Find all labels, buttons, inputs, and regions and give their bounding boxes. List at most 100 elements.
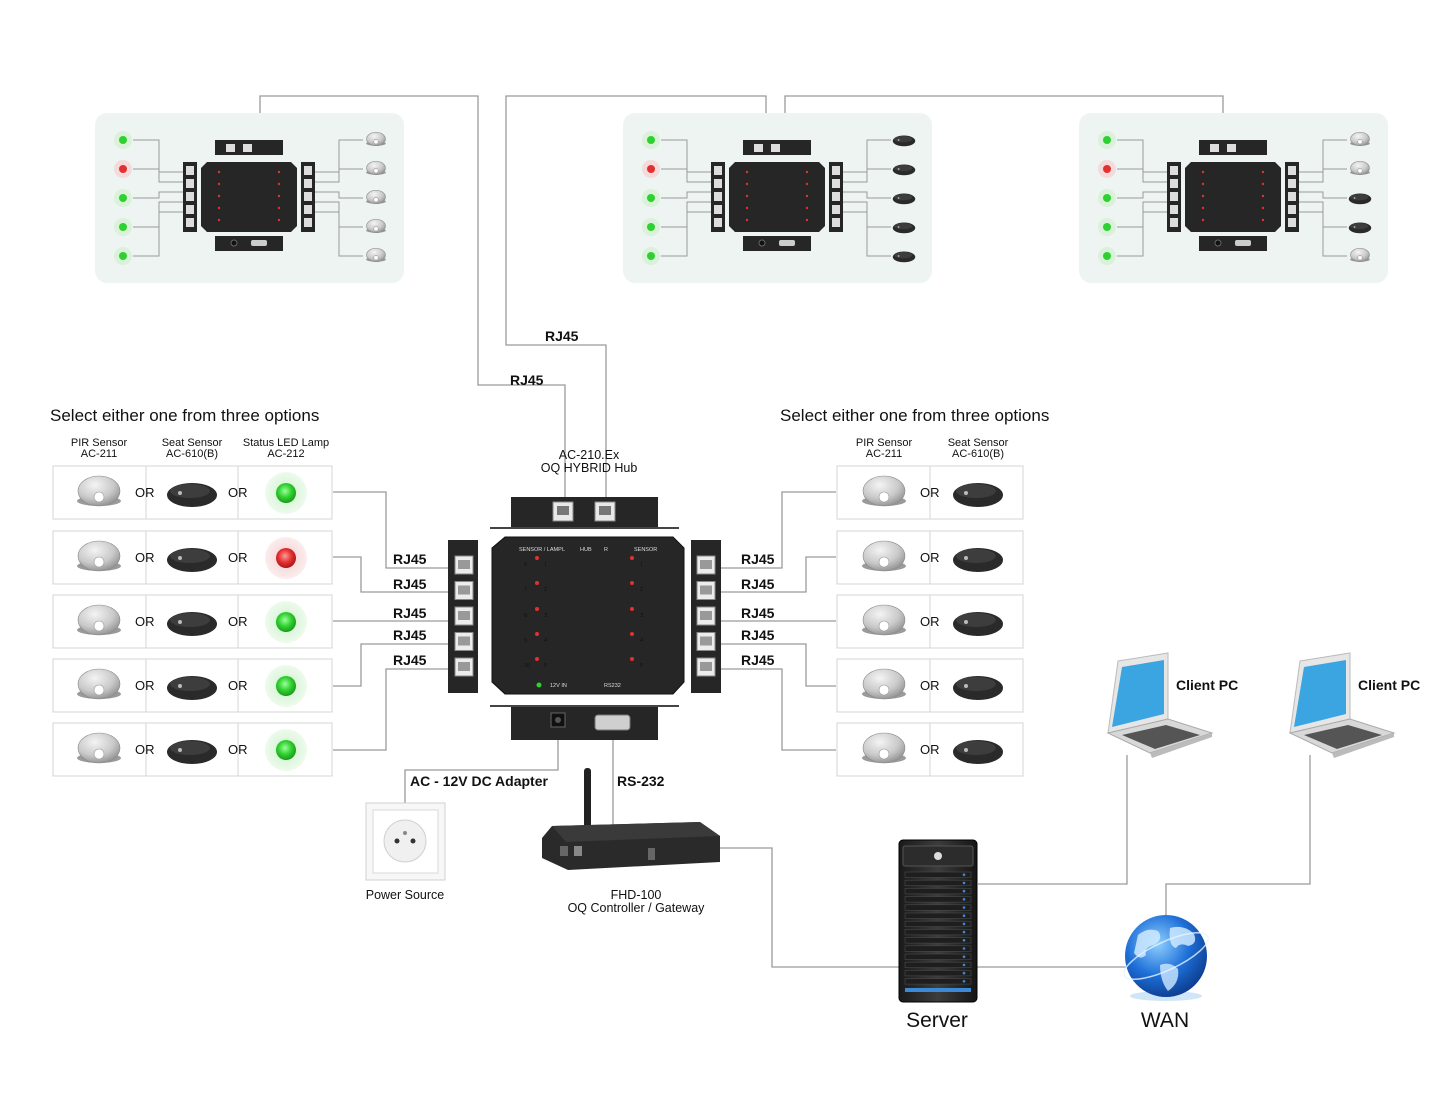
- right-option-row: OR: [836, 465, 1024, 520]
- rj45-label-right: RJ45: [741, 627, 775, 643]
- gateway-name: OQ Controller / Gateway: [568, 901, 706, 915]
- pir-sensor-icon: [77, 668, 121, 700]
- pir-sensor-icon: [366, 218, 386, 234]
- rj45-label-left: RJ45: [393, 576, 427, 592]
- wan-globe-icon: [1123, 915, 1209, 1001]
- mini-hub-bottom-bracket: [1199, 236, 1267, 251]
- server-bay: [904, 929, 972, 936]
- ac-adapter-label: AC - 12V DC Adapter: [410, 773, 549, 789]
- hub-port-number: 4: [640, 638, 643, 644]
- top-hub-panel: [1079, 113, 1388, 283]
- left-col3-name: Status LED Lamp: [243, 437, 329, 449]
- server-bay: [904, 896, 972, 903]
- server-bay: [904, 961, 972, 969]
- status-lamp-green: [119, 223, 127, 231]
- mini-hub-bottom-bracket: [743, 236, 811, 251]
- pir-sensor-icon: [77, 540, 121, 572]
- status-lamp-green: [276, 483, 296, 503]
- or-label: OR: [135, 485, 155, 500]
- pir-sensor-icon: [862, 475, 906, 507]
- hub-port-number: 6: [524, 562, 527, 568]
- hub-port-number: 5: [544, 663, 547, 669]
- right-option-row: OR: [836, 722, 1024, 777]
- or-label: OR: [135, 678, 155, 693]
- pir-sensor-icon: [77, 732, 121, 764]
- left-col2-model: AC-610(B): [166, 448, 218, 460]
- right-col1-name: PIR Sensor: [856, 437, 913, 449]
- server-bay: [904, 953, 972, 960]
- or-label: OR: [228, 614, 248, 629]
- pir-sensor-icon: [1350, 160, 1370, 176]
- pir-sensor-icon: [1350, 131, 1370, 147]
- pir-sensor-icon: [366, 189, 386, 205]
- pir-sensor-icon: [862, 732, 906, 764]
- or-label: OR: [135, 550, 155, 565]
- left-option-row: OR OR: [52, 530, 333, 585]
- server-bay: [904, 904, 972, 911]
- hub-led: [630, 632, 634, 636]
- or-label: OR: [228, 550, 248, 565]
- rj45-label-right: RJ45: [741, 576, 775, 592]
- left-col1-name: PIR Sensor: [71, 437, 128, 449]
- mini-hub-bottom-bracket: [215, 236, 283, 251]
- central-hub: AC-210.Ex OQ HYBRID Hub SENSOR / LAMP L …: [448, 448, 721, 740]
- or-label: OR: [135, 742, 155, 757]
- hub-led: [630, 581, 634, 585]
- hub-port-number: 2: [640, 587, 643, 593]
- rj45-labels: RJ45 RJ45 RJ45 RJ45 RJ45 RJ45 RJ45 RJ45 …: [393, 328, 775, 668]
- client-pc-laptop: [1288, 652, 1396, 758]
- hub-port-number: 4: [544, 638, 547, 644]
- hub-panel-label: SENSOR: [634, 547, 657, 553]
- top-hub-panels: [95, 113, 1388, 283]
- server-bay: [904, 912, 972, 919]
- wan-label: WAN: [1141, 1009, 1189, 1032]
- status-lamp-green: [276, 740, 296, 760]
- pir-sensor-icon: [366, 160, 386, 176]
- or-label: OR: [920, 678, 940, 693]
- hub-led: [535, 556, 539, 560]
- right-column-headers: PIR Sensor AC-211 Seat Sensor AC-610(B): [856, 437, 1009, 460]
- left-column-headers: PIR Sensor AC-211 Seat Sensor AC-610(B) …: [71, 437, 329, 460]
- client-pc-label: Client PC: [1176, 677, 1238, 693]
- status-lamp-red: [1103, 165, 1111, 173]
- right-col1-model: AC-211: [866, 448, 902, 460]
- rj45-label-left: RJ45: [393, 605, 427, 621]
- status-lamp-green: [119, 194, 127, 202]
- status-lamp-green: [1103, 223, 1111, 231]
- left-option-row: OR OR: [52, 658, 333, 713]
- hub-led: [535, 607, 539, 611]
- or-label: OR: [228, 485, 248, 500]
- right-col2-model: AC-610(B): [952, 448, 1004, 460]
- top-hub-panel: [95, 113, 404, 283]
- or-label: OR: [920, 485, 940, 500]
- hub-panel-label: 12V IN: [550, 683, 567, 689]
- server-bay: [904, 871, 972, 878]
- hub-panel-label: R: [604, 547, 608, 553]
- left-col2-name: Seat Sensor: [162, 437, 223, 449]
- or-label: OR: [920, 742, 940, 757]
- hub-port-number: 5: [640, 663, 643, 669]
- right-option-row: OR: [836, 594, 1024, 649]
- pir-sensor-icon: [366, 131, 386, 147]
- left-option-row: OR OR: [52, 465, 333, 520]
- hub-name: OQ HYBRID Hub: [541, 461, 638, 475]
- right-col2-name: Seat Sensor: [948, 437, 1009, 449]
- or-label: OR: [920, 614, 940, 629]
- server-bay: [904, 937, 972, 944]
- rj45-label-right: RJ45: [741, 551, 775, 567]
- hub-panel-label: L: [562, 547, 565, 553]
- server-bay: [904, 879, 972, 887]
- hub-port-number: 8: [524, 613, 527, 619]
- or-label: OR: [228, 742, 248, 757]
- rs232-port: [594, 714, 631, 731]
- or-label: OR: [920, 550, 940, 565]
- hub-panel-label: HUB: [580, 547, 592, 553]
- or-label: OR: [228, 678, 248, 693]
- hub-port-number: 3: [544, 613, 547, 619]
- pir-sensor-icon: [862, 668, 906, 700]
- server-icon: [898, 839, 978, 1003]
- rj45-label-right: RJ45: [741, 605, 775, 621]
